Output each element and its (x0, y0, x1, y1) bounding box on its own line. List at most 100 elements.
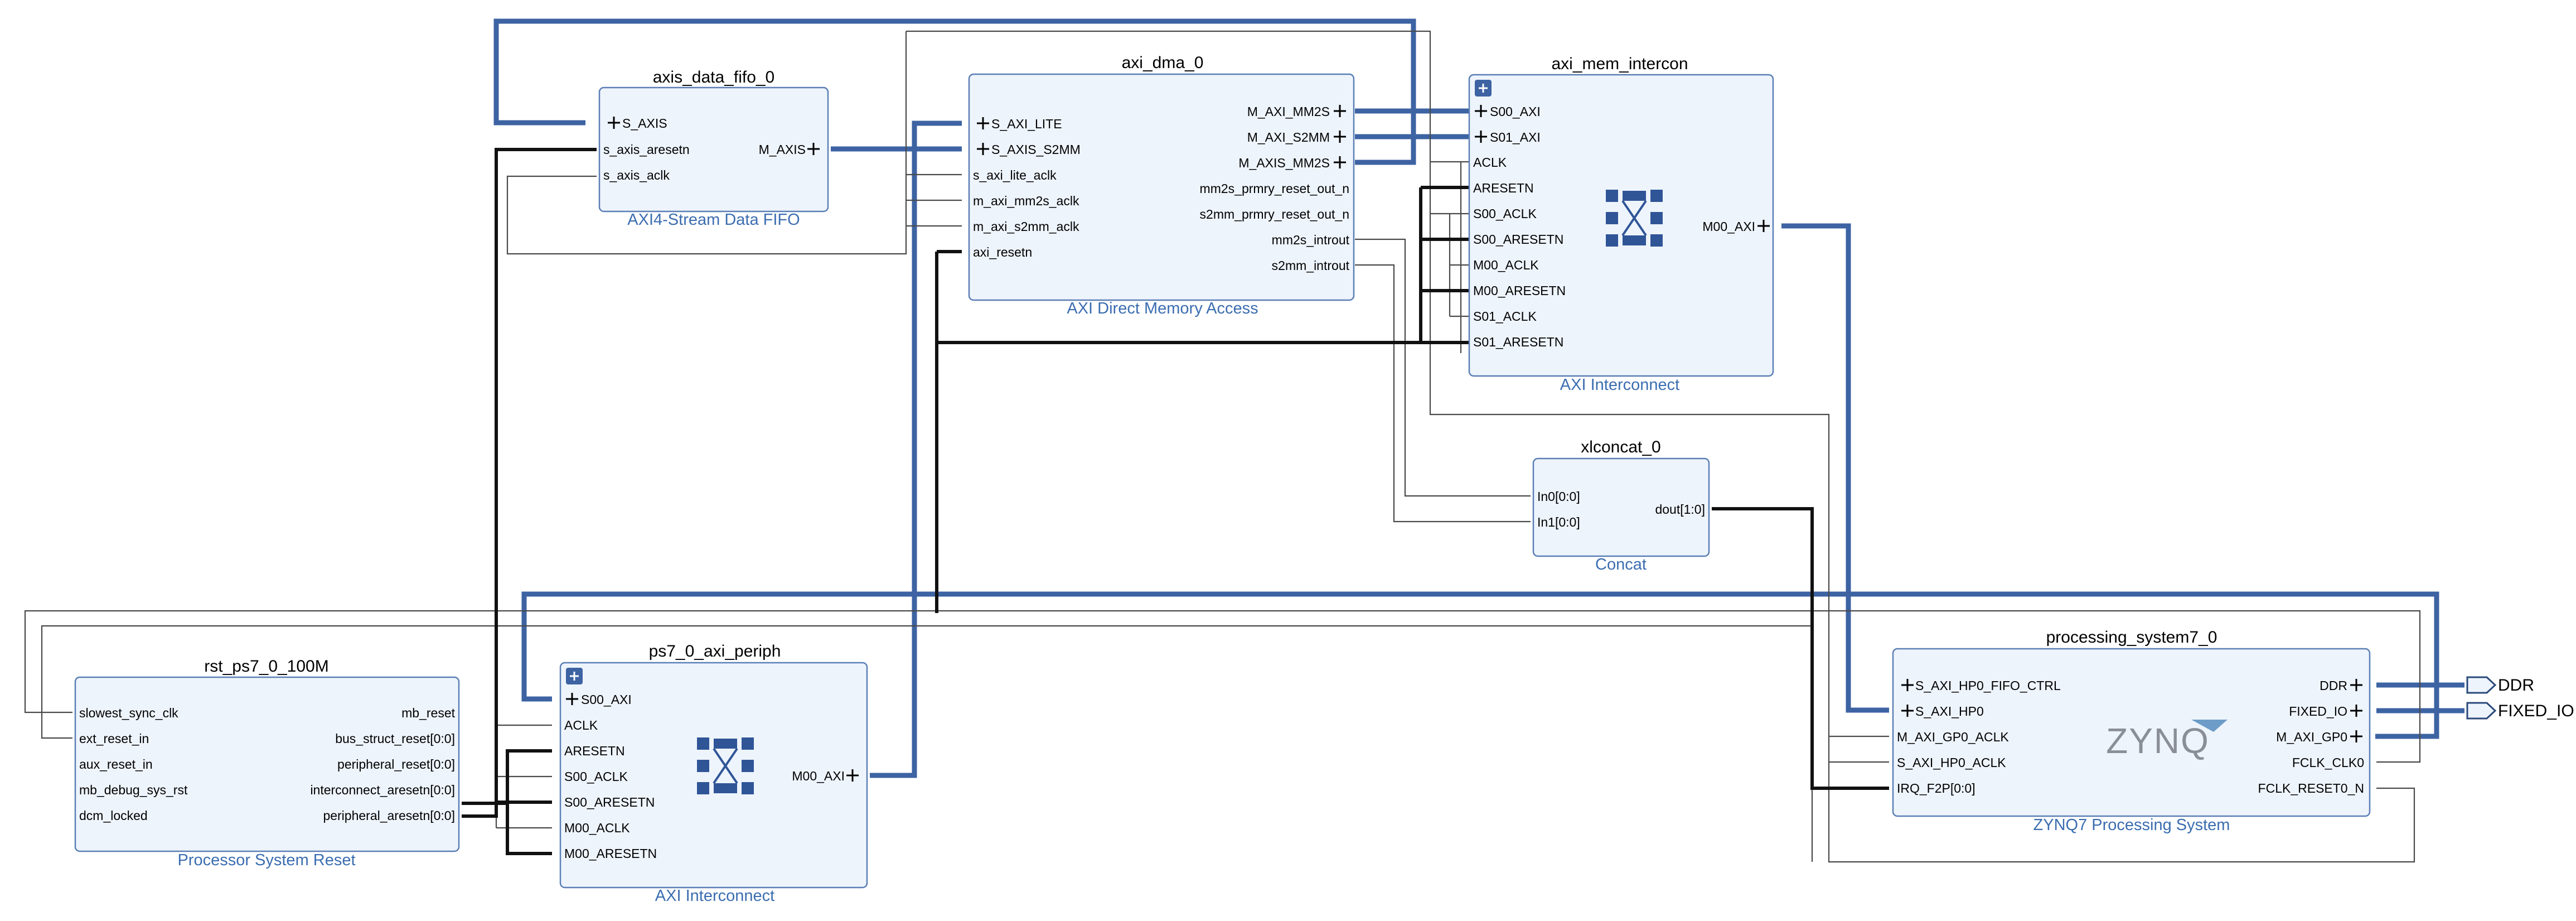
block-processing-system7[interactable]: processing_system7_0 ZYNQ7 Processing Sy… (1892, 628, 2371, 834)
plus-icon (1334, 105, 1346, 168)
port-label[interactable]: M00_AXI (1702, 219, 1755, 234)
plus-icon (1901, 679, 1914, 717)
port-label[interactable]: S_AXIS (622, 116, 667, 131)
block-title: axi_mem_intercon (1551, 55, 1688, 73)
wire-concat-to-irq[interactable] (1712, 507, 1889, 790)
block-xlconcat[interactable]: xlconcat_0 Concat In0[0:0] In1[0:0] dout… (1532, 438, 1710, 573)
port-label[interactable]: S00_ACLK (564, 769, 628, 784)
zynq-logo: ZYNQ (2106, 720, 2228, 761)
port-label[interactable]: mb_debug_sys_rst (79, 783, 188, 797)
block-axis-data-fifo[interactable]: axis_data_fifo_0 AXI4-Stream Data FIFO S… (598, 68, 829, 229)
port-label[interactable]: S01_AXI (1490, 130, 1541, 144)
port-label[interactable]: M_AXI_S2MM (1247, 130, 1330, 144)
port-label[interactable]: aux_reset_in (79, 757, 153, 771)
block-title: processing_system7_0 (2046, 628, 2217, 647)
port-label[interactable]: DDR (2320, 678, 2347, 693)
bus-ps7-gp0-to-periph-s00[interactable] (521, 591, 2439, 739)
port-label[interactable]: peripheral_reset[0:0] (337, 757, 455, 771)
port-label[interactable]: s2mm_introut (1272, 258, 1350, 273)
block-subtitle: Processor System Reset (177, 851, 355, 869)
port-label[interactable]: M_AXIS_MM2S (1238, 156, 1330, 170)
port-label[interactable]: s2mm_prmry_reset_out_n (1200, 207, 1349, 221)
port-label[interactable]: dout[1:0] (1655, 502, 1705, 517)
wire-mm2s-introut[interactable] (1355, 238, 1531, 497)
port-label[interactable]: FCLK_RESET0_N (2258, 781, 2364, 795)
block-axi-dma[interactable]: axi_dma_0 AXI Direct Memory Access S_AXI… (968, 54, 1355, 317)
port-label[interactable]: S_AXIS_S2MM (991, 142, 1081, 157)
external-port-fixed-io[interactable]: FIXED_IO (2466, 702, 2574, 720)
block-rst-ps7[interactable]: rst_ps7_0_100M Processor System Reset sl… (74, 657, 460, 869)
port-label[interactable]: s_axis_aresetn (603, 142, 690, 157)
block-title: axi_dma_0 (1122, 54, 1204, 72)
port-label[interactable]: M_AXI_GP0 (2276, 730, 2347, 744)
port-label[interactable]: FIXED_IO (2289, 704, 2347, 719)
port-label[interactable]: S01_ACLK (1473, 309, 1537, 324)
plus-icon (1757, 220, 1770, 232)
wire-peripheral-aresetn[interactable] (462, 148, 1472, 818)
port-label[interactable]: S_AXI_HP0_FIFO_CTRL (1915, 678, 2061, 693)
plus-icon (566, 693, 578, 705)
port-label[interactable]: S00_AXI (1490, 104, 1541, 119)
port-label[interactable]: M_AXI_GP0_ACLK (1897, 730, 2009, 744)
port-label[interactable]: M_AXI_MM2S (1247, 104, 1330, 119)
port-label[interactable]: M00_ACLK (564, 821, 630, 835)
port-label[interactable]: In0[0:0] (1537, 489, 1580, 504)
wire-fclk-clk0[interactable] (24, 30, 2421, 863)
port-label[interactable]: M00_AXI (792, 769, 845, 783)
bus-dma-mm2s-to-fifo[interactable] (493, 18, 1416, 165)
plus-icon (2350, 679, 2362, 742)
port-label[interactable]: S00_AXI (581, 692, 632, 707)
block-title: ps7_0_axi_periph (649, 642, 781, 660)
port-label[interactable]: ACLK (1473, 155, 1507, 170)
port-label[interactable]: S_AXI_HP0_ACLK (1897, 755, 2006, 770)
port-label[interactable]: S00_ARESETN (564, 795, 655, 809)
wire-interconnect-aresetn[interactable] (462, 749, 552, 855)
port-label[interactable]: M00_ACLK (1473, 258, 1539, 272)
port-label[interactable]: peripheral_aresetn[0:0] (323, 808, 455, 823)
port-label[interactable]: S00_ARESETN (1473, 232, 1563, 247)
fifo-m-axis-plus-icon (807, 143, 820, 155)
svg-text:ZYNQ: ZYNQ (2106, 721, 2210, 761)
wire-s2mm-introut[interactable] (1355, 264, 1531, 523)
port-label[interactable]: M_AXIS (759, 142, 806, 157)
port-label[interactable]: interconnect_aresetn[0:0] (310, 783, 455, 797)
block-subtitle: AXI Direct Memory Access (1067, 300, 1258, 317)
svg-text:FIXED_IO: FIXED_IO (2498, 702, 2574, 720)
port-label[interactable]: mb_reset (401, 706, 455, 720)
port-label[interactable]: FCLK_CLK0 (2292, 755, 2364, 770)
port-label[interactable]: ARESETN (1473, 181, 1534, 195)
port-label[interactable]: slowest_sync_clk (79, 706, 178, 720)
port-label[interactable]: ACLK (564, 718, 598, 732)
port-label[interactable]: IRQ_F2P[0:0] (1897, 781, 1975, 795)
block-axi-mem-intercon[interactable]: axi_mem_intercon AXI Interconnect S00_AX… (1468, 55, 1774, 394)
plus-icon (977, 117, 989, 155)
port-label[interactable]: m_axi_mm2s_aclk (973, 194, 1079, 208)
port-label[interactable]: mm2s_introut (1272, 233, 1350, 247)
port-label[interactable]: S01_ARESETN (1473, 335, 1563, 349)
block-title: axis_data_fifo_0 (653, 68, 775, 86)
block-title: rst_ps7_0_100M (204, 657, 328, 676)
port-label[interactable]: s_axi_lite_aclk (973, 168, 1057, 182)
wire-clk-distribution[interactable] (495, 161, 1889, 829)
port-label[interactable]: M00_ARESETN (1473, 283, 1566, 298)
port-label[interactable]: S00_ACLK (1473, 206, 1537, 221)
external-port-ddr[interactable]: DDR (2466, 676, 2534, 695)
port-label[interactable]: ARESETN (564, 744, 625, 758)
port-label[interactable]: s_axis_aclk (603, 168, 670, 182)
port-label[interactable]: ext_reset_in (79, 731, 149, 746)
port-label[interactable]: axi_resetn (973, 245, 1032, 259)
block-subtitle: AXI Interconnect (655, 887, 774, 905)
port-label[interactable]: m_axi_s2mm_aclk (973, 219, 1079, 234)
bus-periph-m00-to-dma-lite[interactable] (870, 120, 962, 778)
bus-memic-m00-to-ps7-hp0[interactable] (1781, 223, 1889, 713)
plus-icon (846, 769, 859, 782)
port-label[interactable]: In1[0:0] (1537, 515, 1580, 529)
block-ps7-axi-periph[interactable]: ps7_0_axi_periph AXI Interconnect S00_AX… (559, 642, 868, 905)
port-label[interactable]: dcm_locked (79, 808, 148, 823)
port-label[interactable]: S_AXI_HP0 (1915, 704, 1984, 719)
port-label[interactable]: S_AXI_LITE (991, 117, 1062, 131)
port-label[interactable]: M00_ARESETN (564, 846, 657, 861)
port-label[interactable]: mm2s_prmry_reset_out_n (1200, 181, 1349, 196)
port-label[interactable]: bus_struct_reset[0:0] (335, 731, 455, 746)
